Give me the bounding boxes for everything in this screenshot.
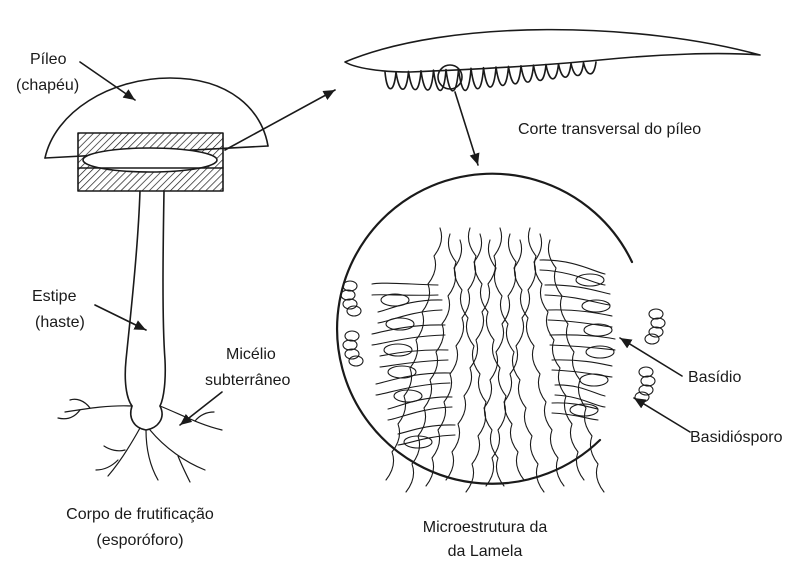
gills bbox=[385, 62, 596, 91]
arrow-pileo bbox=[80, 62, 135, 100]
label-corte: Corte transversal do píleo bbox=[518, 120, 701, 140]
arrow-basidiosporo bbox=[634, 398, 690, 432]
cap-cross-section bbox=[345, 30, 760, 91]
arrows bbox=[80, 62, 690, 432]
arrow-to-cross-section bbox=[225, 90, 335, 150]
label-pileo: Píleo bbox=[30, 50, 66, 70]
label-basidiosporo: Basidiósporo bbox=[690, 428, 783, 448]
mushroom-fruiting-body bbox=[45, 78, 268, 482]
label-estipe-sub: (haste) bbox=[35, 313, 85, 333]
lamella-microstructure bbox=[337, 174, 665, 492]
label-micro: Microestrutura da bbox=[395, 518, 575, 538]
cross-section-top bbox=[345, 30, 760, 72]
label-micro-sub: da Lamela bbox=[395, 542, 575, 562]
label-corpo: Corpo de frutificação bbox=[40, 505, 240, 525]
label-pileo-sub: (chapéu) bbox=[16, 76, 79, 96]
arrow-micelio bbox=[180, 392, 222, 425]
micro-circle bbox=[337, 174, 632, 484]
arrow-to-microstructure bbox=[455, 92, 478, 165]
label-micelio-sub: subterrâneo bbox=[205, 371, 290, 391]
label-micelio: Micélio bbox=[226, 345, 276, 365]
label-basidio: Basídio bbox=[688, 368, 741, 388]
arrow-estipe bbox=[95, 305, 146, 330]
stipe-base bbox=[131, 406, 162, 430]
label-estipe: Estipe bbox=[32, 287, 76, 307]
label-corpo-sub: (esporóforo) bbox=[40, 531, 240, 551]
stipe bbox=[125, 191, 165, 406]
hyphae bbox=[372, 228, 615, 492]
